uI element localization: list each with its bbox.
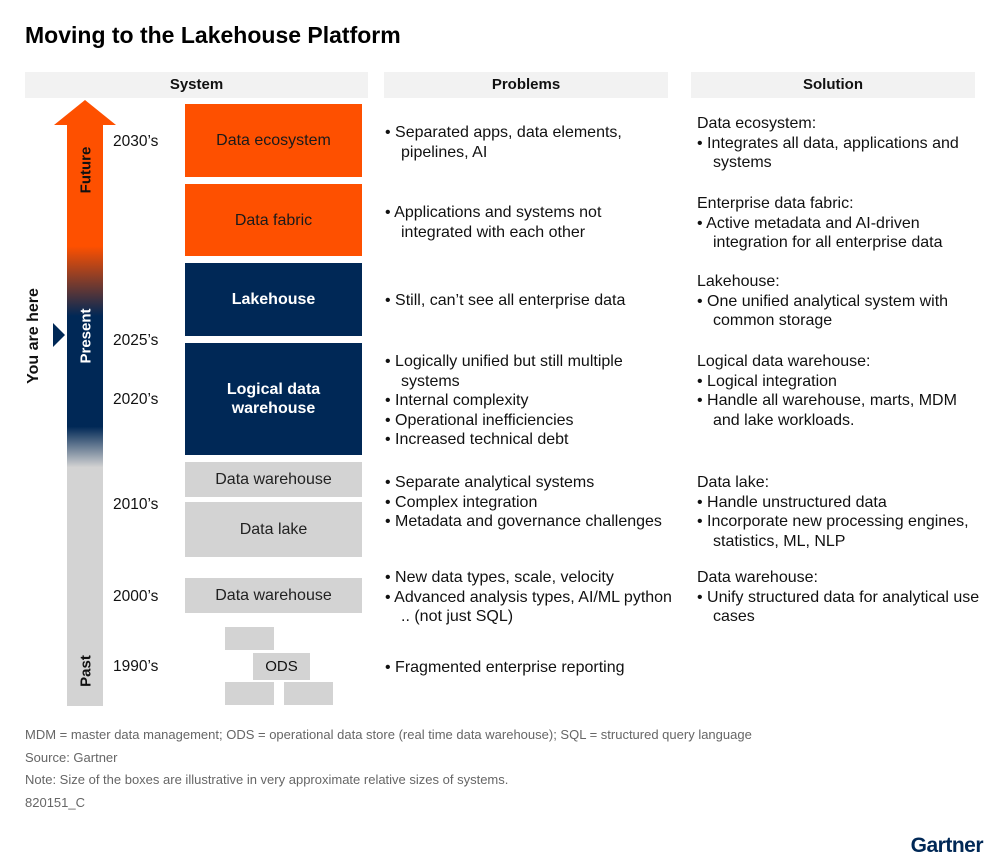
solution-group: Logical data warehouse: • Logical integra…	[697, 352, 982, 430]
solution-item: • Handle unstructured data	[697, 493, 887, 511]
problem-item: • Still, can’t see all enterprise data	[385, 292, 626, 309]
problem-item: • New data types, scale, velocity	[385, 569, 614, 586]
footnote-id: 820151_C	[25, 795, 85, 810]
solution-item: • Logical integration	[697, 372, 837, 390]
solution-group: Data warehouse: • Unify structured data f…	[697, 568, 982, 627]
solution-item: • Unify structured data for analytical u…	[697, 588, 980, 626]
problem-group: • Separate analytical systems • Complex i…	[385, 473, 675, 532]
header-problems: Problems	[384, 72, 668, 98]
problem-group: • New data types, scale, velocity • Advan…	[385, 568, 675, 627]
year-2020s: 2020’s	[113, 391, 159, 408]
system-data-fabric: Data fabric	[185, 184, 362, 256]
year-1990s: 1990’s	[113, 658, 159, 675]
solution-heading: Data warehouse:	[697, 569, 818, 586]
solution-heading: Data ecosystem:	[697, 115, 817, 132]
solution-item: • Integrates all data, applications and …	[697, 134, 959, 172]
year-2010s: 2010’s	[113, 496, 159, 513]
system-lakehouse: Lakehouse	[185, 263, 362, 336]
solution-item: • Handle all warehouse, marts, MDM and l…	[697, 392, 957, 429]
year-2030s: 2030’s	[113, 133, 159, 150]
solution-heading: Logical data warehouse:	[697, 353, 871, 370]
problem-group: • Applications and systems not integrate…	[385, 203, 675, 242]
problem-item: • Increased technical debt	[385, 431, 569, 448]
problem-item: • Applications and systems not integrate…	[385, 204, 602, 241]
you-are-here-marker-icon	[53, 323, 65, 347]
problem-item: • Fragmented enterprise reporting	[385, 659, 625, 676]
problem-group: • Logically unified but still multiple s…	[385, 352, 675, 450]
problem-item: • Separated apps, data elements, pipelin…	[385, 124, 622, 161]
timeline-arrow	[67, 124, 103, 706]
system-logical-data-warehouse: Logical data warehouse	[185, 343, 362, 455]
year-2000s: 2000’s	[113, 588, 159, 605]
problem-item: • Logically unified but still multiple s…	[385, 353, 623, 390]
ods-block	[225, 682, 274, 705]
problem-group: • Fragmented enterprise reporting	[385, 658, 675, 678]
header-solution: Solution	[691, 72, 975, 98]
solution-group: Lakehouse: • One unified analytical syste…	[697, 272, 982, 331]
label-future: Future	[77, 146, 95, 194]
ods-block	[225, 627, 274, 650]
solution-item: • One unified analytical system with com…	[697, 292, 949, 330]
solution-group: Data lake: • Handle unstructured data • In…	[697, 473, 982, 551]
problem-group: • Still, can’t see all enterprise data	[385, 291, 675, 311]
problem-item: • Separate analytical systems	[385, 474, 595, 491]
problem-item: • Internal complexity	[385, 392, 529, 409]
system-ods: ODS	[253, 653, 310, 680]
solution-item: • Incorporate new processing engines, st…	[697, 513, 969, 550]
system-data-warehouse-2010s: Data warehouse	[185, 462, 362, 497]
page-title: Moving to the Lakehouse Platform	[25, 22, 401, 48]
problem-item: • Complex integration	[385, 493, 538, 511]
label-you-are-here: You are here	[25, 288, 42, 384]
problem-item: • Advanced analysis types, AI/ML python …	[385, 588, 672, 626]
footnote-note: Note: Size of the boxes are illustrative…	[25, 772, 509, 787]
footnote-abbreviations: MDM = master data management; ODS = oper…	[25, 727, 752, 742]
solution-item: • Active metadata and AI-driven integrat…	[697, 214, 943, 252]
header-system: System	[25, 72, 368, 98]
label-past: Past	[77, 655, 95, 687]
problem-group: • Separated apps, data elements, pipelin…	[385, 123, 675, 162]
gartner-logo: Gartner	[910, 834, 984, 857]
system-data-warehouse-2000s: Data warehouse	[185, 578, 362, 613]
solution-heading: Enterprise data fabric:	[697, 195, 854, 212]
year-2025s: 2025’s	[113, 332, 159, 349]
solution-heading: Data lake:	[697, 474, 770, 491]
solution-heading: Lakehouse:	[697, 273, 780, 290]
footnote-source: Source: Gartner	[25, 750, 118, 765]
system-data-lake: Data lake	[185, 502, 362, 557]
label-present: Present	[77, 308, 95, 364]
timeline-arrow-head	[54, 100, 116, 125]
system-data-ecosystem: Data ecosystem	[185, 104, 362, 177]
problem-item: • Metadata and governance challenges	[385, 513, 662, 530]
solution-group: Enterprise data fabric: • Active metadata…	[697, 194, 982, 253]
solution-group: Data ecosystem: • Integrates all data, ap…	[697, 114, 982, 173]
problem-item: • Operational inefficiencies	[385, 411, 574, 429]
ods-block	[284, 682, 333, 705]
